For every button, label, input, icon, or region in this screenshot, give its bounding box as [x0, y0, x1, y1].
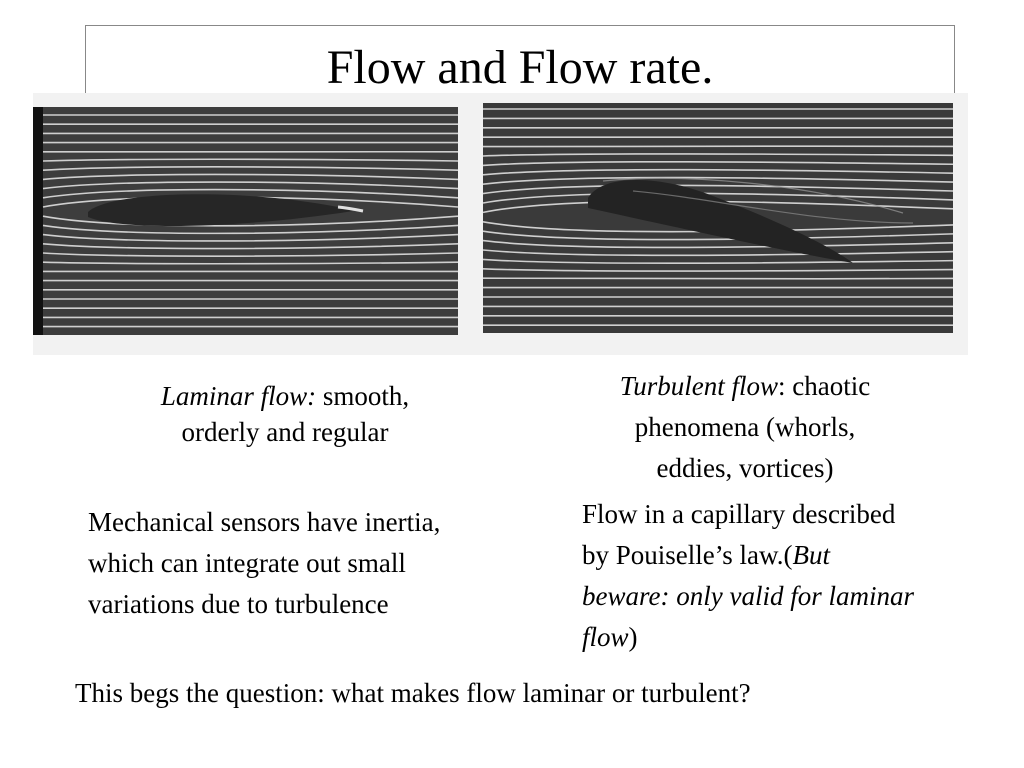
- turbulent-caption-line1: Turbulent flow: chaotic: [560, 366, 930, 407]
- turbulent-streamline: [483, 277, 953, 280]
- laminar-streamlines: [42, 114, 458, 328]
- airfoil-shape: [88, 194, 353, 226]
- turbulent-streamline: [483, 153, 953, 157]
- laminar-streamline: [42, 188, 458, 199]
- laminar-streamline: [42, 243, 458, 250]
- turbulent-caption-term: Turbulent flow: [619, 371, 779, 401]
- laminar-streamline: [42, 261, 458, 265]
- turbulent-streamline: [483, 268, 953, 272]
- turbulent-caption-line2: phenomena (whorls,: [634, 412, 856, 442]
- turbulent-streamline: [483, 184, 953, 195]
- laminar-streamline: [42, 252, 458, 257]
- turbulent-streamline: [483, 239, 953, 249]
- capillary-line3: beware: only valid for laminar: [582, 581, 914, 611]
- capillary-close-paren: ): [628, 622, 638, 652]
- capillary-paragraph: Flow in a capillary described by Pouisel…: [582, 494, 1017, 658]
- laminar-caption-rest: smooth,: [316, 381, 410, 411]
- turbulent-streamline: [483, 168, 953, 176]
- capillary-warning-end: flow: [582, 622, 629, 652]
- laminar-caption-line2: orderly and regular: [181, 417, 389, 447]
- turbulent-streamline: [483, 145, 953, 148]
- closing-question: This begs the question: what makes flow …: [75, 678, 751, 708]
- laminar-streamline: [42, 158, 458, 162]
- capillary-warning-start: But: [792, 540, 830, 570]
- title-frame: [85, 25, 955, 115]
- laminar-streamline: [42, 215, 458, 227]
- laminar-streamline: [42, 173, 458, 181]
- laminar-streamline: [42, 233, 458, 242]
- turbulent-caption-rest: : chaotic: [778, 371, 871, 401]
- turbulent-streamline: [483, 176, 953, 185]
- laminar-caption-line1: Laminar flow: smooth,: [110, 378, 460, 414]
- turbulent-streamline: [483, 249, 953, 257]
- tilted-airfoil-shape: [588, 179, 853, 263]
- turbulent-streamlines-airfoil-photo: [483, 103, 953, 333]
- turbulent-streamline: [483, 221, 953, 233]
- turbulent-streamlines: [483, 108, 953, 327]
- turbulent-caption: Turbulent flow: chaotic phenomena (whorl…: [560, 366, 930, 489]
- capillary-law-text: by Pouiselle’s law.(: [582, 540, 793, 570]
- turbulent-streamline: [483, 160, 953, 167]
- turbulent-streamline: [483, 230, 953, 241]
- figure-strip: [33, 93, 968, 355]
- sensors-line3: variations due to turbulence: [88, 589, 389, 619]
- slide-title: Flow and Flow rate.: [326, 41, 714, 94]
- capillary-line4: flow): [582, 617, 1017, 658]
- turbulent-streamline: [483, 258, 953, 265]
- laminar-streamline: [42, 224, 458, 235]
- capillary-line2: by Pouiselle’s law.(But: [582, 535, 1017, 576]
- turbulent-caption-line3: eddies, vortices): [656, 453, 834, 483]
- laminar-streamline: [42, 181, 458, 190]
- laminar-caption-term: Laminar flow:: [160, 381, 317, 411]
- sensors-paragraph: Mechanical sensors have inertia, which c…: [88, 502, 548, 625]
- sensors-line2: which can integrate out small: [88, 548, 406, 578]
- capillary-line1: Flow in a capillary described: [582, 499, 896, 529]
- sensors-line1: Mechanical sensors have inertia,: [88, 507, 441, 537]
- laminar-caption: Laminar flow: smooth, orderly and regula…: [110, 378, 460, 450]
- laminar-streamline: [42, 166, 458, 171]
- laminar-streamlines-airfoil-photo: [33, 107, 458, 335]
